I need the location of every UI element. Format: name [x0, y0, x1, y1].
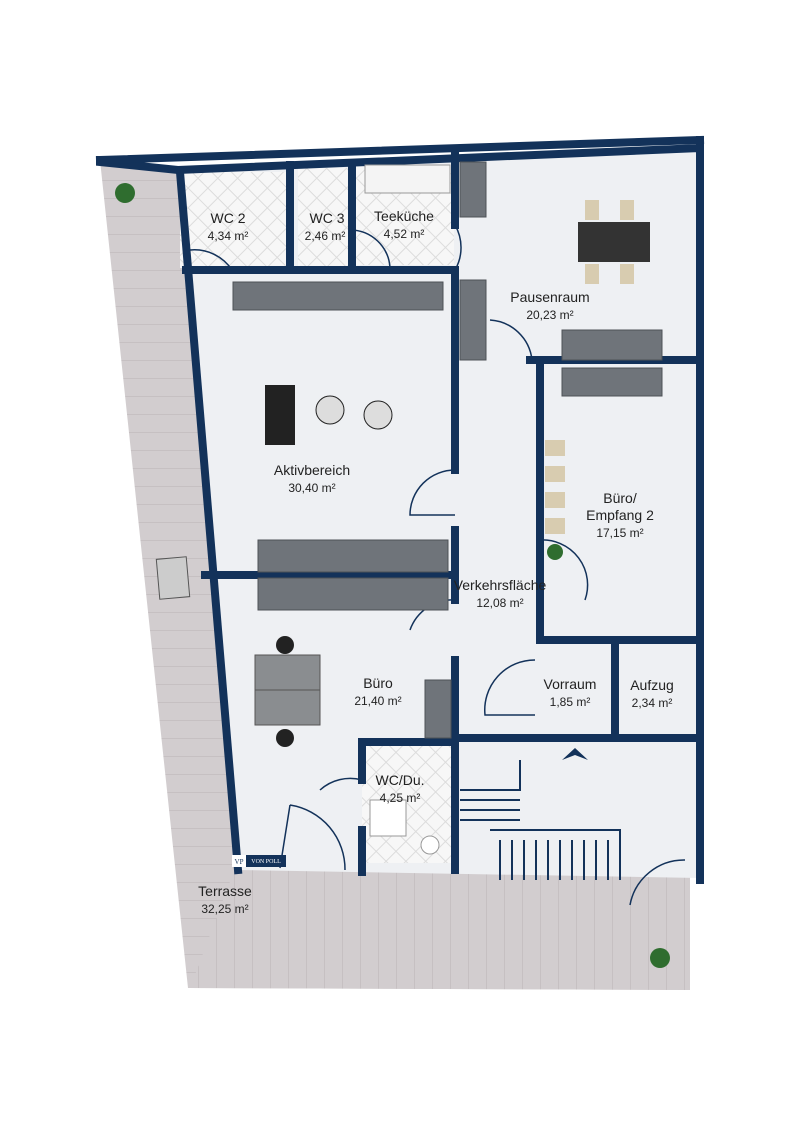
dining-table [578, 222, 650, 262]
buero-area: 21,40 m² [354, 694, 401, 708]
verkehrsflaeche-label: Verkehrsfläche [454, 577, 547, 593]
wc3-area: 2,46 m² [305, 229, 346, 243]
vorraum-label: Vorraum [544, 676, 597, 692]
wc3-label: WC 3 [310, 210, 345, 226]
svg-text:VON POLL: VON POLL [251, 859, 281, 865]
plant-icon [547, 544, 563, 560]
wc2-floor [180, 172, 288, 268]
aufzug-area: 2,34 m² [632, 696, 673, 710]
wc2-area: 4,34 m² [208, 229, 249, 243]
treadmill [265, 385, 295, 445]
terrasse-area: 32,25 m² [201, 902, 248, 916]
pausenraum-label: Pausenraum [510, 289, 589, 305]
buero-label: Büro [363, 675, 393, 691]
plant-icon [650, 948, 670, 968]
interior-walls [182, 146, 704, 876]
buero-empfang-area: 17,15 m² [596, 526, 643, 540]
svg-text:VP: VP [235, 858, 244, 866]
buero-empfang-label-2: Empfang 2 [586, 507, 654, 523]
von-poll-logo: VP VON POLL [232, 855, 286, 867]
staircase [460, 748, 621, 880]
room-labels: WC 2 4,34 m² WC 3 2,46 m² Teeküche 4,52 … [198, 208, 674, 916]
teekueche-area: 4,52 m² [384, 227, 425, 241]
verkehrsflaeche-area: 12,08 m² [476, 596, 523, 610]
top-wall [95, 135, 705, 165]
terrace-bottom [190, 868, 690, 990]
left-wall [175, 167, 243, 875]
plant-icon [115, 183, 135, 203]
pausenraum-area: 20,23 m² [526, 308, 573, 322]
aktivbereich-area: 30,40 m² [288, 481, 335, 495]
teekueche-label: Teeküche [374, 208, 434, 224]
wc2-label: WC 2 [211, 210, 246, 226]
wc3-floor [298, 168, 350, 268]
terrasse-label: Terrasse [198, 883, 252, 899]
aktivbereich-label: Aktivbereich [274, 462, 350, 478]
terrace-table [155, 556, 191, 600]
wc-du-label: WC/Du. [376, 772, 425, 788]
wc-du-area: 4,25 m² [380, 791, 421, 805]
aufzug-label: Aufzug [630, 677, 674, 693]
entrance-arrow-icon [562, 748, 588, 760]
buero-empfang-label-1: Büro/ [603, 490, 637, 506]
furniture [115, 161, 670, 968]
vorraum-area: 1,85 m² [550, 695, 591, 709]
